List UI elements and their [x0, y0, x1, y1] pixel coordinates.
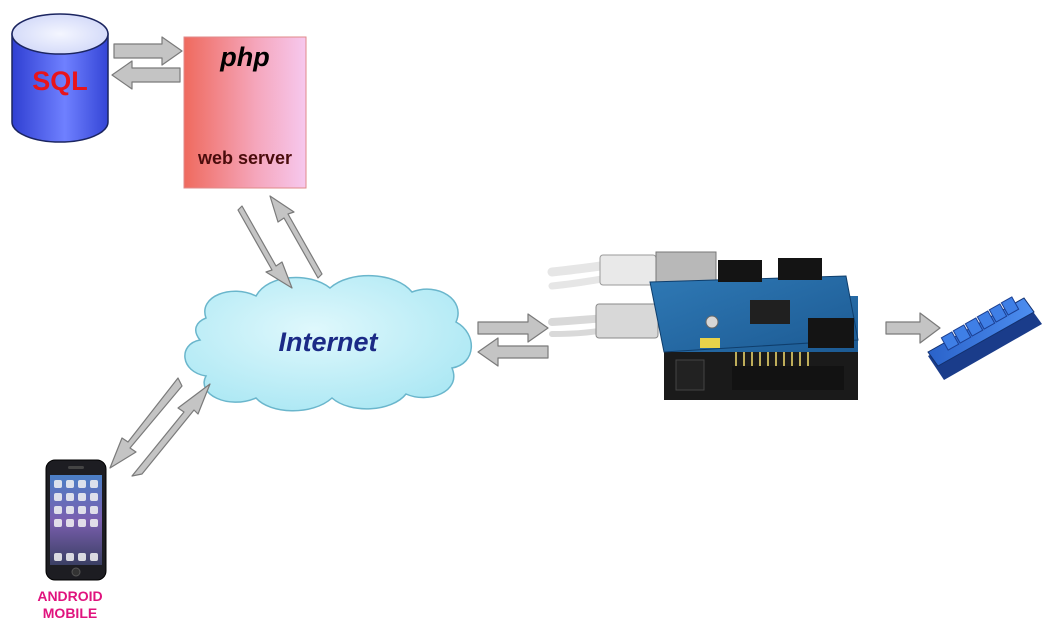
arduino-ethernet-shield-icon [547, 251, 859, 400]
web-server-box [183, 36, 307, 189]
android-mobile-label: ANDROID MOBILE [37, 588, 103, 621]
relay-module-icon [927, 296, 1042, 380]
arrow-internet-to-server [269, 195, 323, 279]
arrow-mobile-to-internet [131, 383, 211, 477]
internet-cloud [184, 275, 473, 412]
sql-label: SQL [32, 66, 88, 96]
arrow-arduino-to-relay [885, 312, 941, 344]
arrow-server-to-sql [111, 60, 181, 90]
mobile-phone-icon [45, 459, 107, 581]
php-label: php [220, 42, 270, 72]
arrow-server-to-internet [237, 205, 293, 289]
arrow-sql-to-server [113, 36, 183, 66]
database-cylinder [11, 13, 109, 143]
internet-label: Internet [278, 327, 378, 357]
arrow-internet-to-arduino [477, 313, 549, 343]
arrow-internet-to-mobile [109, 377, 183, 469]
web-server-label: web server [197, 148, 293, 168]
arrow-arduino-to-internet [477, 337, 549, 367]
